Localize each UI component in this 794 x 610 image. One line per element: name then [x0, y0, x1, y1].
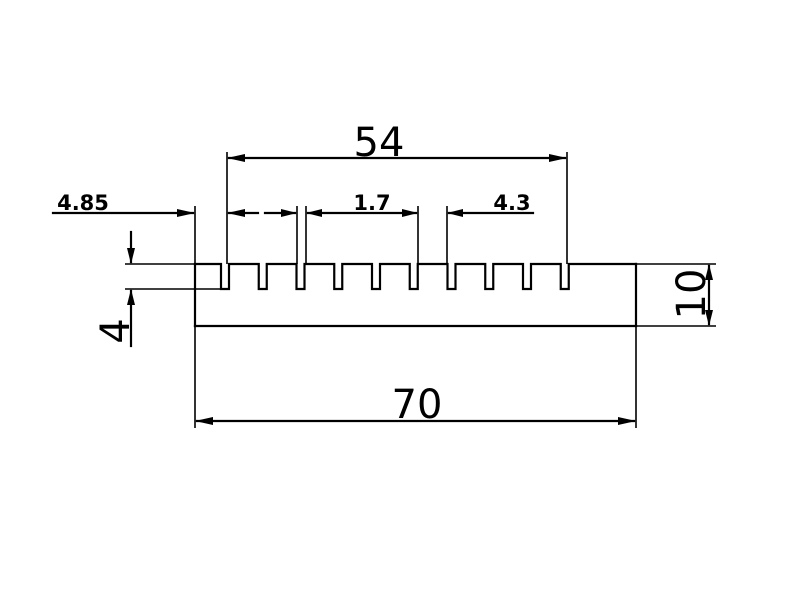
- base-thickness-dimension: 4: [93, 230, 221, 348]
- fin-span-label: 54: [354, 120, 405, 166]
- fin-pitch-dimension: 4.3: [417, 191, 535, 264]
- arrowhead: [402, 209, 418, 217]
- comb-top-edge: [193, 262, 638, 291]
- arrowhead: [195, 417, 213, 425]
- fin-span-dimension: 54: [226, 120, 568, 264]
- height-dimension: 10: [636, 263, 716, 327]
- arrowhead: [705, 310, 713, 326]
- arrowhead: [705, 264, 713, 280]
- arrowhead: [447, 209, 463, 217]
- edge-offset-dimension: 4.85: [51, 191, 260, 264]
- arrowhead: [177, 209, 195, 217]
- height-label: 10: [669, 269, 715, 320]
- fin-pitch-label: 4.3: [493, 191, 530, 215]
- arrowhead: [549, 154, 567, 162]
- profile-outline: [193, 262, 638, 328]
- width-dimension: 70: [194, 326, 637, 428]
- base-thickness-label: 4: [93, 318, 139, 343]
- arrowhead: [281, 209, 297, 217]
- width-label: 70: [392, 382, 443, 428]
- arrowhead: [127, 248, 135, 264]
- fin-thickness-label: 1.7: [353, 191, 390, 215]
- arrowhead: [227, 154, 245, 162]
- arrowhead: [618, 417, 636, 425]
- arrowhead: [127, 289, 135, 305]
- fin-thickness-dimension: 1.7: [263, 191, 418, 264]
- edge-offset-label: 4.85: [57, 191, 109, 215]
